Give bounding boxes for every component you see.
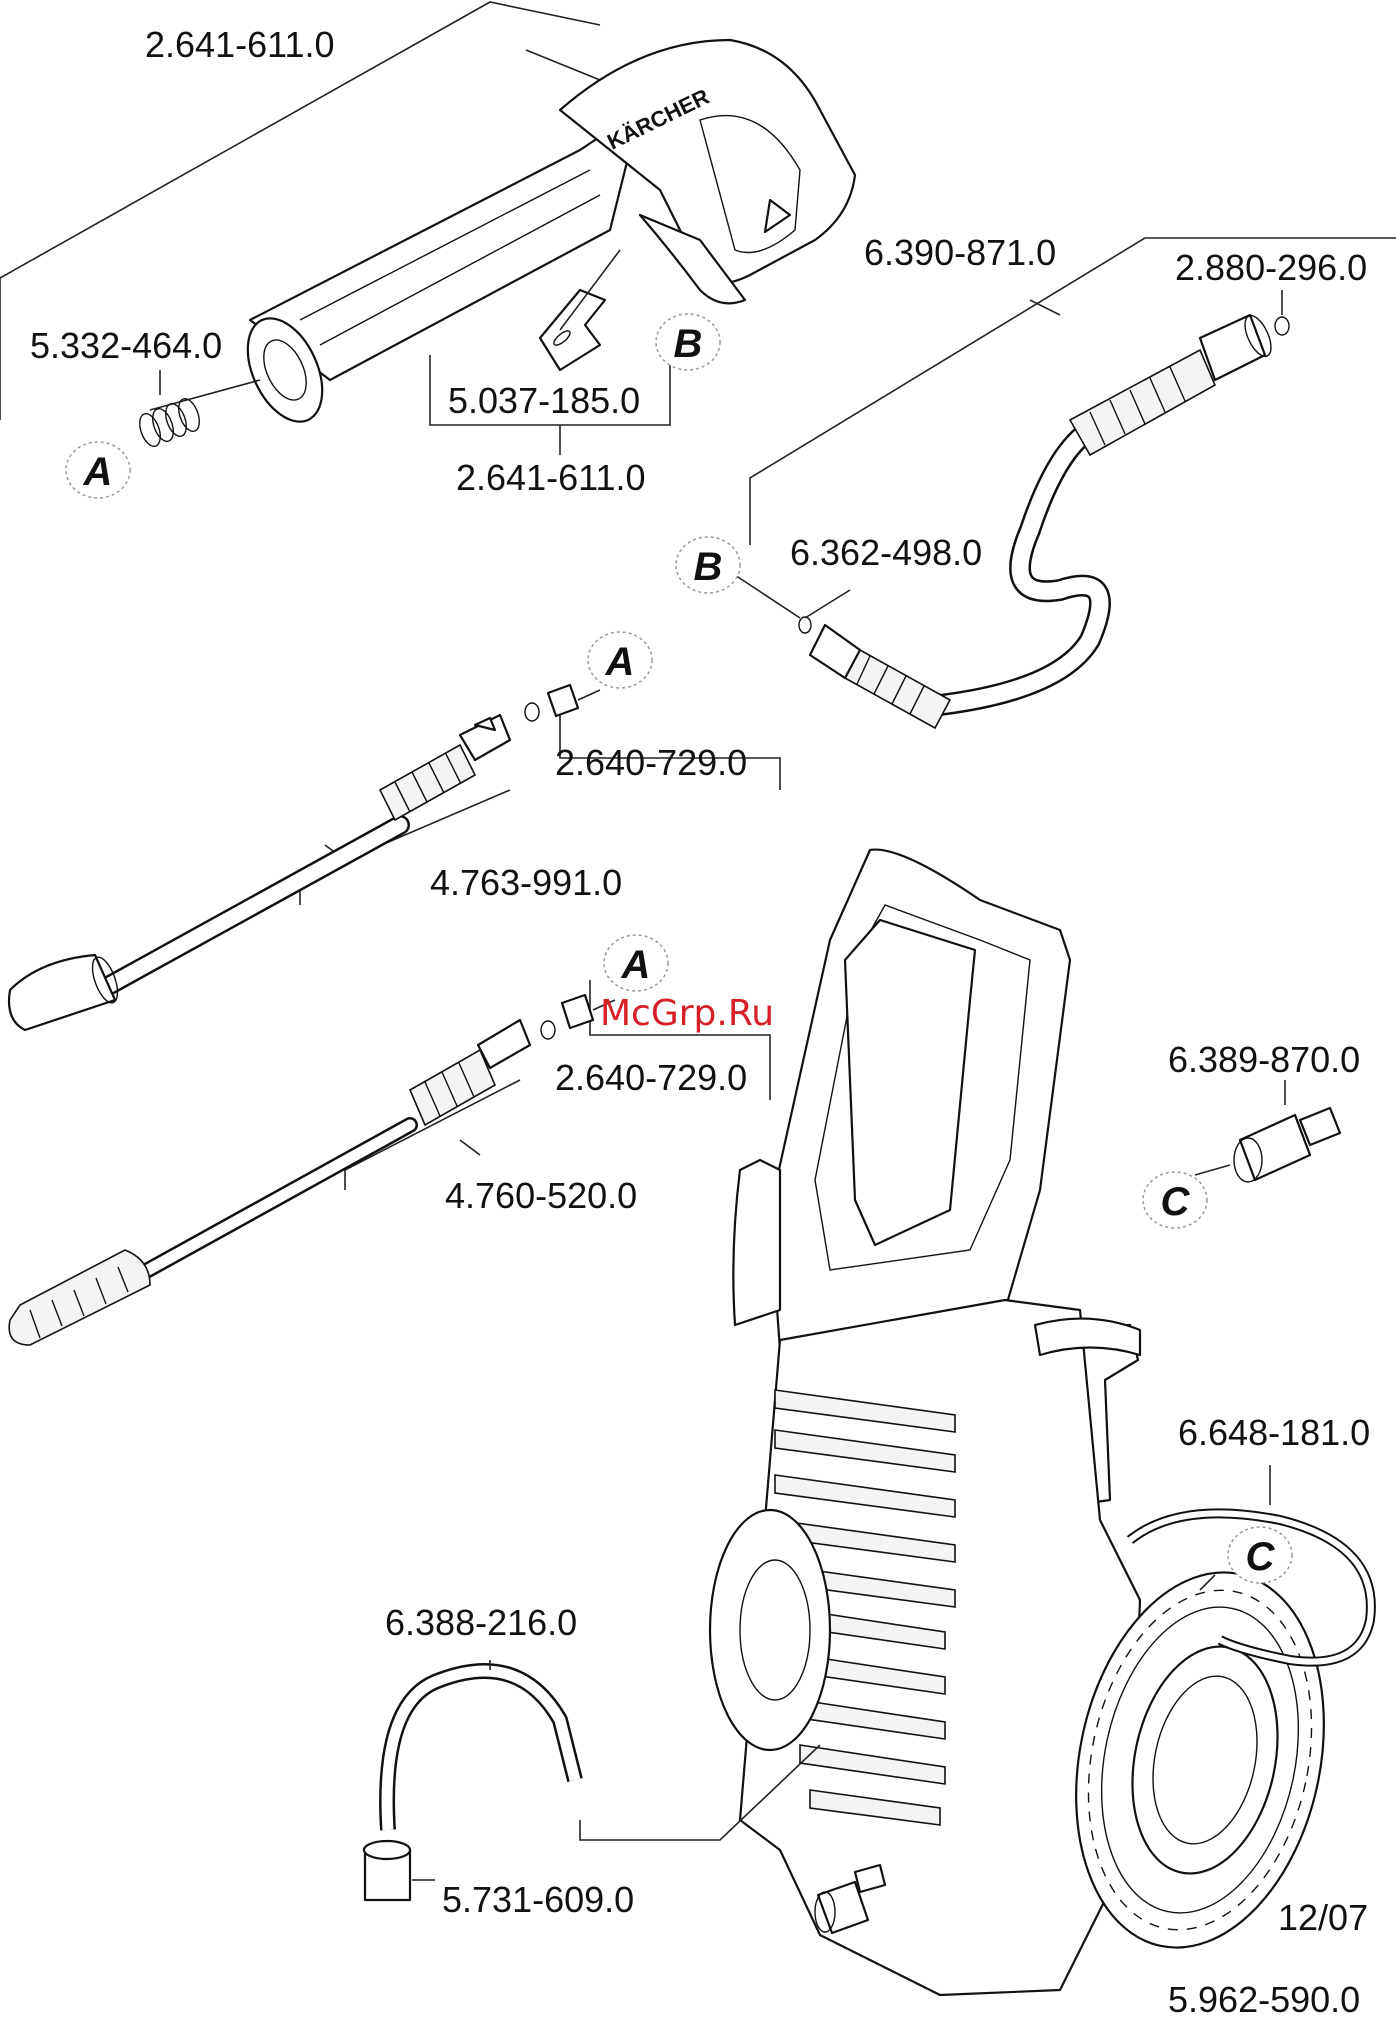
label-power-cord: 6.648-181.0 bbox=[1178, 1412, 1370, 1453]
svg-text:A: A bbox=[605, 640, 635, 684]
label-coupling: 6.389-870.0 bbox=[1168, 1039, 1360, 1080]
svg-text:B: B bbox=[694, 545, 723, 589]
badge-c1: C bbox=[1143, 1172, 1207, 1228]
badge-b1: B bbox=[656, 314, 720, 370]
badge-b2: B bbox=[676, 537, 740, 593]
label-suction-hose: 6.388-216.0 bbox=[385, 1602, 577, 1643]
garden-hose-coupling bbox=[1195, 1080, 1340, 1182]
watermark: McGrp.Ru bbox=[600, 993, 774, 1034]
lance-2 bbox=[9, 980, 770, 1345]
label-connector-2: 2.640-729.0 bbox=[555, 1057, 747, 1098]
label-lance-1: 4.763-991.0 bbox=[430, 862, 622, 903]
badge-c2: C bbox=[1228, 1527, 1292, 1583]
label-date: 12/07 bbox=[1278, 1897, 1368, 1938]
label-clip: 5.037-185.0 bbox=[448, 380, 640, 421]
svg-text:B: B bbox=[674, 322, 703, 366]
svg-text:C: C bbox=[1246, 1535, 1276, 1579]
svg-text:A: A bbox=[621, 943, 651, 987]
label-hose: 6.390-871.0 bbox=[864, 232, 1056, 273]
spring-part bbox=[136, 370, 260, 449]
badge-a3: A bbox=[604, 935, 668, 991]
svg-text:A: A bbox=[83, 450, 113, 494]
label-filter: 5.731-609.0 bbox=[442, 1879, 634, 1920]
label-spring: 5.332-464.0 bbox=[30, 325, 222, 366]
label-hose-end: 6.362-498.0 bbox=[790, 532, 982, 573]
label-connector-1: 2.640-729.0 bbox=[555, 742, 747, 783]
spray-gun: KÄRCHER bbox=[0, 2, 855, 433]
badge-a2: A bbox=[588, 632, 652, 688]
label-lance-2: 4.760-520.0 bbox=[445, 1175, 637, 1216]
high-pressure-hose bbox=[735, 238, 1396, 728]
lance-1 bbox=[9, 685, 780, 1030]
badge-a1: A bbox=[66, 442, 130, 498]
label-gun: 2.641-611.0 bbox=[145, 24, 335, 65]
svg-text:C: C bbox=[1161, 1180, 1191, 1224]
label-doc-number: 5.962-590.0 bbox=[1168, 1979, 1360, 2020]
label-gun-assembly: 2.641-611.0 bbox=[456, 457, 646, 498]
label-hose-oring: 2.880-296.0 bbox=[1175, 247, 1367, 288]
